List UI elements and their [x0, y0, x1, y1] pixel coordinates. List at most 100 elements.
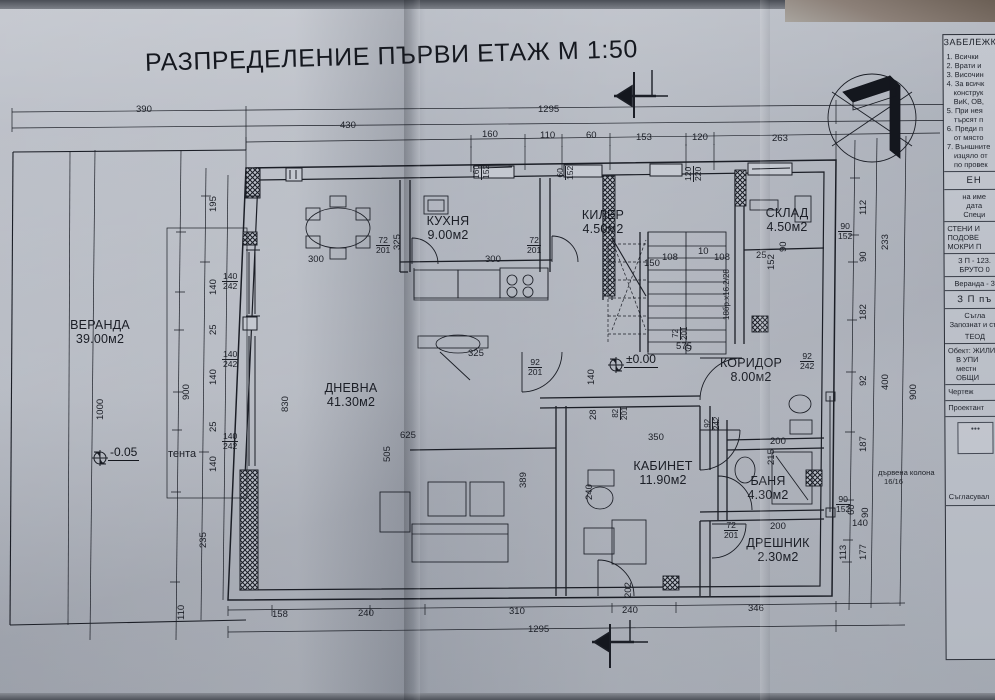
- note-item: 5. При нея: [946, 105, 983, 116]
- dim-top-160: 160: [482, 129, 498, 140]
- note-item: 1. Всички: [946, 51, 979, 62]
- note-item: 6. Преди п: [946, 123, 983, 134]
- dim-wall-625: 625: [400, 430, 416, 441]
- paper-fold-right: [760, 0, 770, 700]
- dim-int-150: 150: [644, 258, 660, 269]
- object-line: ОБЩИ: [956, 372, 980, 383]
- approve-row: Съгла: [964, 310, 986, 321]
- room-area: 39.00м2: [75, 332, 125, 346]
- object-line: местн: [956, 363, 977, 374]
- annotation-column: дървена колона: [878, 468, 935, 477]
- room-name: КАБИНЕТ: [633, 459, 693, 473]
- dim-left-140c: 140: [208, 456, 219, 472]
- author-name: ТЕОД: [964, 331, 985, 342]
- title-block: ЗАБЕЛЕЖКИ 1. Всички 2. Врати и 3. Височи…: [942, 33, 995, 661]
- firm-name: ЕН: [944, 171, 995, 191]
- photo-edge-corner: [785, 0, 995, 22]
- dim-top-390: 390: [136, 104, 152, 115]
- room-area: 9.00м2: [427, 228, 469, 242]
- room-area: 8.00м2: [730, 370, 772, 384]
- dim-left-195: 195: [208, 196, 219, 212]
- dim-top-153: 153: [636, 132, 652, 143]
- dim-int-200b: 200: [770, 521, 786, 532]
- annotation-column-size: 16/16: [884, 477, 904, 486]
- dim-right-177: 177: [858, 544, 869, 560]
- spec-row: ПОДОВЕ: [947, 232, 979, 243]
- drawing-field: Чертеж: [945, 384, 995, 402]
- sub-rows: на име дата Специ: [944, 189, 995, 223]
- veranda-area: Веранда - 3: [954, 278, 995, 289]
- room-label-storage: СКЛАД 4.50м2: [744, 206, 830, 234]
- room-label-veranda: ВЕРАНДА 39.00м2: [40, 318, 160, 346]
- room-area: 4.50м2: [766, 220, 808, 234]
- room-name: КИЛЕР: [581, 208, 625, 222]
- dim-top-120: 120: [692, 132, 708, 143]
- sub-row: на име: [962, 191, 987, 202]
- dim-top-60: 60: [586, 130, 597, 141]
- dim-int-10: 10: [698, 246, 709, 257]
- dim-top-110: 110: [540, 130, 556, 141]
- dim-left-1000: 1000: [95, 398, 106, 420]
- room-name: КУХНЯ: [426, 214, 470, 228]
- level-marker-veranda: -0.05: [108, 445, 140, 461]
- dim-bottom-346: 346: [748, 603, 764, 614]
- dim-left-110: 110: [176, 604, 187, 620]
- dim-int-240: 240: [584, 484, 595, 500]
- dim-bottom-240b: 240: [622, 605, 638, 616]
- annotation-tenta: тента: [168, 448, 197, 460]
- spec-row: МОКРИ П: [947, 241, 982, 252]
- dim-int-325b: 325: [468, 348, 484, 359]
- note-item: 4. За всичк: [946, 78, 985, 89]
- veranda-row: Веранда - 3: [944, 276, 995, 292]
- room-label-office: КАБИНЕТ 11.90м2: [608, 459, 718, 487]
- room-area: 41.30м2: [326, 395, 376, 409]
- dim-top-430: 430: [340, 120, 356, 131]
- photo-edge-top: [0, 0, 995, 9]
- dim-right-140: 140: [852, 518, 868, 529]
- room-label-bathroom: БАНЯ 4.30м2: [730, 474, 806, 502]
- dim-int-300a: 300: [308, 254, 324, 265]
- area-row: БРУТО 0: [959, 264, 990, 275]
- dim-left-900: 900: [181, 384, 192, 400]
- area-row: З П - 123.: [958, 255, 991, 266]
- dim-int-28: 28: [588, 409, 599, 420]
- dim-int-200a: 200: [770, 436, 786, 447]
- dim-int-25: 25: [756, 250, 767, 261]
- note-item: по провек: [954, 159, 988, 170]
- dim-int-325a: 325: [392, 234, 403, 250]
- dim-top-1295: 1295: [538, 104, 560, 115]
- photo-edge-bottom: [0, 693, 995, 700]
- dim-left-25a: 25: [208, 324, 219, 335]
- room-name: ДНЕВНА: [324, 381, 378, 395]
- spec-rows: СТЕНИ И ПОДОВЕ МОКРИ П: [944, 221, 995, 255]
- note-item: 7. Външните: [946, 141, 991, 152]
- notes-header: ЗАБЕЛЕЖКИ: [943, 36, 995, 48]
- object-block: Обект: ЖИЛИ В УПИ местн ОБЩИ: [944, 343, 995, 386]
- dim-wall-389: 389: [518, 472, 529, 488]
- dim-right-400: 400: [880, 374, 891, 390]
- room-name: СКЛАД: [765, 206, 809, 220]
- dim-bottom-240: 240: [358, 608, 374, 619]
- dim-right-182: 182: [858, 304, 869, 320]
- paper-fold-center: [404, 0, 420, 700]
- dim-int-350: 350: [648, 432, 664, 443]
- dim-right-233: 233: [880, 234, 891, 250]
- level-marker-interior: ±0.00: [624, 352, 658, 368]
- approve-rows: Съгла Запознат и съг ТЕОД: [944, 308, 995, 345]
- dim-left-140b: 140: [208, 369, 219, 385]
- dim-bottom-158: 158: [272, 609, 288, 620]
- dim-bottom-1295: 1295: [528, 624, 550, 635]
- dim-wall-505: 505: [382, 446, 393, 462]
- object-line: В УПИ: [956, 354, 979, 365]
- dim-bottom-310: 310: [509, 606, 525, 617]
